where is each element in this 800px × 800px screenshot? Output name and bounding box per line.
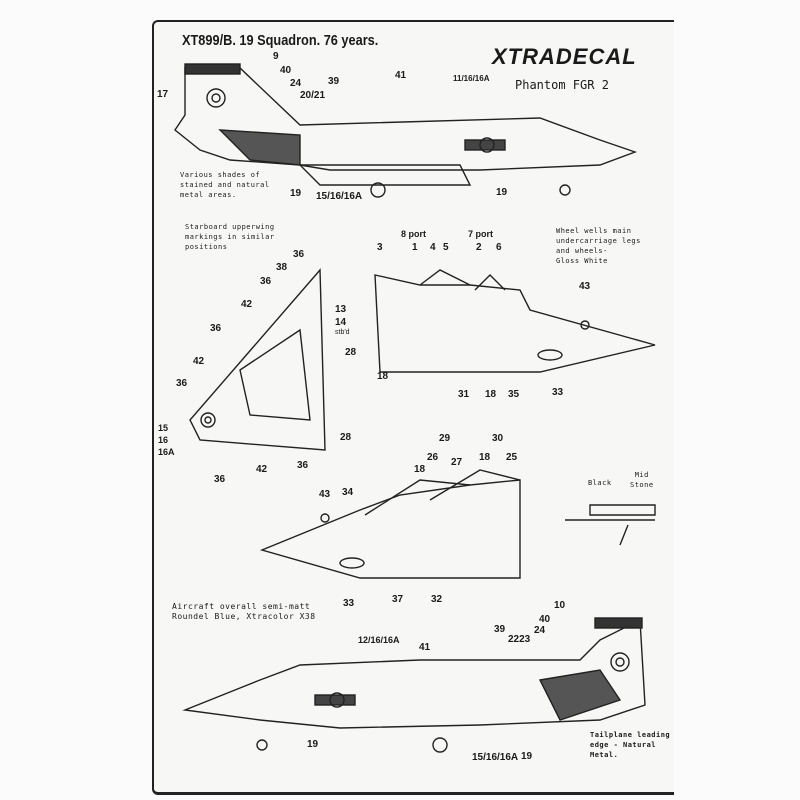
nose-upper-view: [374, 269, 656, 373]
callout: 12/16/16A: [358, 635, 400, 645]
note-tailplane: Tailplane leading edge - Natural Metal.: [590, 731, 671, 759]
aircraft-type: Phantom FGR 2: [515, 78, 609, 92]
brand-logo: XTRADECAL: [492, 44, 637, 69]
sheet-title: XT899/B. 19 Squadron. 76 years.: [182, 32, 379, 49]
callout: 30: [492, 433, 504, 444]
callout: 1: [412, 242, 418, 253]
note-metal: Various shades of stained and natural me…: [180, 171, 270, 199]
top-side-view: [174, 63, 638, 198]
bottom-side-view: [182, 617, 646, 753]
callout: 18: [377, 371, 389, 382]
callout: 43: [579, 281, 591, 292]
callout: 14: [335, 317, 347, 328]
callout: 36: [293, 249, 305, 260]
callout: 24: [534, 625, 546, 636]
note-overall: Aircraft overall semi-matt Roundel Blue,…: [172, 602, 316, 621]
callout: 2: [476, 242, 482, 253]
callout: 40: [539, 614, 551, 625]
callout: 36: [210, 323, 222, 334]
callout: 19: [496, 187, 508, 198]
callout: 35: [508, 389, 520, 400]
callout: 10: [554, 600, 566, 611]
stone-detail: [565, 504, 656, 546]
callout: 26: [427, 452, 439, 463]
upper-wing-view: [189, 268, 326, 451]
callout: 2223: [508, 634, 531, 645]
callout: 36: [214, 474, 226, 485]
callout: 43: [319, 489, 331, 500]
callout: 17: [157, 89, 169, 100]
callout: 5: [443, 242, 449, 253]
callout: 36: [297, 460, 309, 471]
callout: 42: [256, 464, 268, 475]
callout: 9: [273, 51, 279, 62]
callout: stb'd: [335, 329, 350, 336]
callout: 24: [290, 78, 302, 89]
callout: 3: [377, 242, 383, 253]
callout: 25: [506, 452, 518, 463]
callout: 42: [241, 299, 253, 310]
callout: 15/16/16A: [316, 191, 363, 202]
note-black: Black: [588, 479, 612, 487]
callout: 41: [419, 642, 431, 653]
callout: 42: [193, 356, 205, 367]
callout: 7 port: [468, 229, 494, 239]
callout: 28: [340, 432, 352, 443]
callout: 18: [414, 464, 426, 475]
callout: 18: [479, 452, 491, 463]
callout: 4: [430, 242, 436, 253]
callout: 36: [260, 276, 272, 287]
note-mid-stone: Mid Stone: [630, 471, 654, 489]
callout: 19: [290, 188, 302, 199]
callout: 15/16/16A: [472, 752, 519, 763]
callout: 20/21: [300, 90, 326, 101]
callout: 18: [485, 389, 497, 400]
note-wells: Wheel wells main undercarriage legs and …: [556, 227, 641, 265]
callout: 15 16 16A: [158, 423, 175, 457]
callout: 36: [176, 378, 188, 389]
callout: 33: [343, 598, 355, 609]
callout: 8 port: [401, 229, 427, 239]
callout: 34: [342, 487, 354, 498]
callout: 19: [521, 751, 533, 762]
nose-lower-view: [259, 469, 521, 579]
callout: 39: [328, 76, 340, 87]
callout: 11/16/16A: [453, 74, 490, 83]
callout: 27: [451, 457, 463, 468]
callout: 38: [276, 262, 288, 273]
callout: 31: [458, 389, 470, 400]
note-wing: Starboard upperwing markings in similar …: [185, 223, 275, 251]
callout: 39: [494, 624, 506, 635]
callout: 6: [496, 242, 502, 253]
callout: 13: [335, 304, 347, 315]
callout: 19: [307, 739, 319, 750]
callout: 29: [439, 433, 451, 444]
callout: 41: [395, 70, 407, 81]
callout: 28: [345, 347, 357, 358]
callout: 33: [552, 387, 564, 398]
callout: 32: [431, 594, 443, 605]
callout: 40: [280, 65, 292, 76]
callout: 37: [392, 594, 404, 605]
